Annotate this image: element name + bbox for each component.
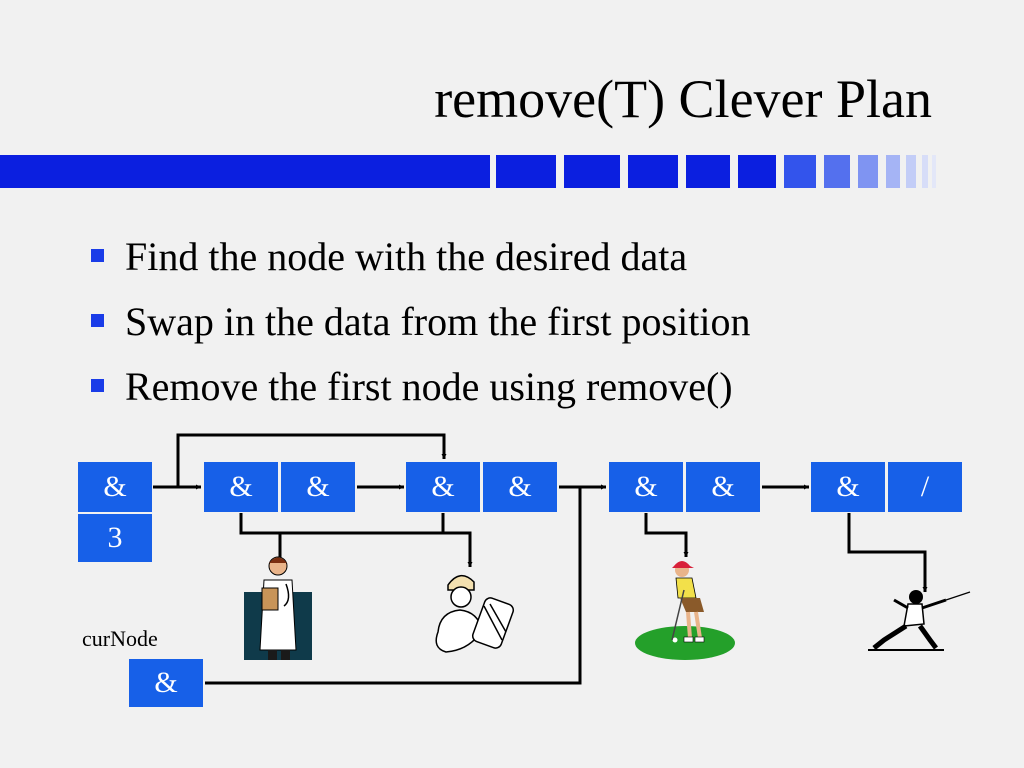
node-1-next: & [281, 462, 355, 512]
head-redirect-arrow [176, 433, 447, 487]
bullet-text: Swap in the data from the first position [125, 299, 751, 344]
bullet-square-icon [91, 249, 104, 262]
bullet-square-icon [91, 379, 104, 392]
node-data-text: & [836, 470, 860, 503]
node-3-next: & [686, 462, 760, 512]
fencer-icon [868, 590, 971, 651]
header-bar-segment [784, 155, 816, 188]
header-bar-segment [906, 155, 916, 188]
header-bar-segment [886, 155, 900, 188]
bullet-item: Find the node with the desired data [88, 232, 750, 297]
doctor-icon [244, 556, 312, 660]
node-2-data: & [406, 462, 480, 512]
bullet-text: Find the node with the desired data [125, 234, 688, 279]
header-bar-segment [922, 155, 928, 188]
curnode-box: & [129, 659, 203, 707]
node-1-data: & [204, 462, 278, 512]
head-count-box: 3 [78, 514, 152, 562]
node-2-next: & [483, 462, 557, 512]
node-next-text: & [508, 470, 532, 503]
head-ref-text: & [103, 470, 127, 503]
node-4-data: & [811, 462, 885, 512]
bullet-item: Remove the first node using remove() [88, 362, 750, 427]
header-bar-long [0, 155, 490, 188]
header-bar-segment [686, 155, 730, 188]
node-next-text: / [920, 470, 930, 503]
bullet-item: Swap in the data from the first position [88, 297, 750, 362]
header-bar-segment [932, 155, 936, 188]
node-next-text: & [306, 470, 330, 503]
architect-icon [435, 575, 515, 653]
header-bar-segment [824, 155, 850, 188]
node-data-text: & [634, 470, 658, 503]
bullet-text: Remove the first node using remove() [125, 364, 733, 409]
curnode-arrow [205, 484, 606, 685]
node-data-text: & [431, 470, 455, 503]
golfer-icon [635, 561, 735, 660]
bullet-square-icon [91, 314, 104, 327]
head-count-text: 3 [107, 521, 123, 554]
header-bar-segment [738, 155, 776, 188]
node-data-text: & [229, 470, 253, 503]
curnode-label: curNode [82, 626, 158, 651]
bullet-list: Find the node with the desired data Swap… [88, 232, 750, 427]
node-4-next: / [888, 462, 962, 512]
header-bar-segment [858, 155, 878, 188]
header-bar-segment [564, 155, 620, 188]
data-arrow-golfer [644, 513, 689, 557]
header-bar-segment [628, 155, 678, 188]
data-arrow-doctor [277, 513, 445, 567]
node-next-text: & [711, 470, 735, 503]
header-bar-segment [496, 155, 556, 188]
slide-title: remove(T) Clever Plan [434, 69, 932, 129]
data-arrow-fencer [847, 513, 928, 592]
curnode-ref-text: & [154, 666, 178, 699]
node-3-data: & [609, 462, 683, 512]
head-ref-box: & [78, 462, 152, 512]
